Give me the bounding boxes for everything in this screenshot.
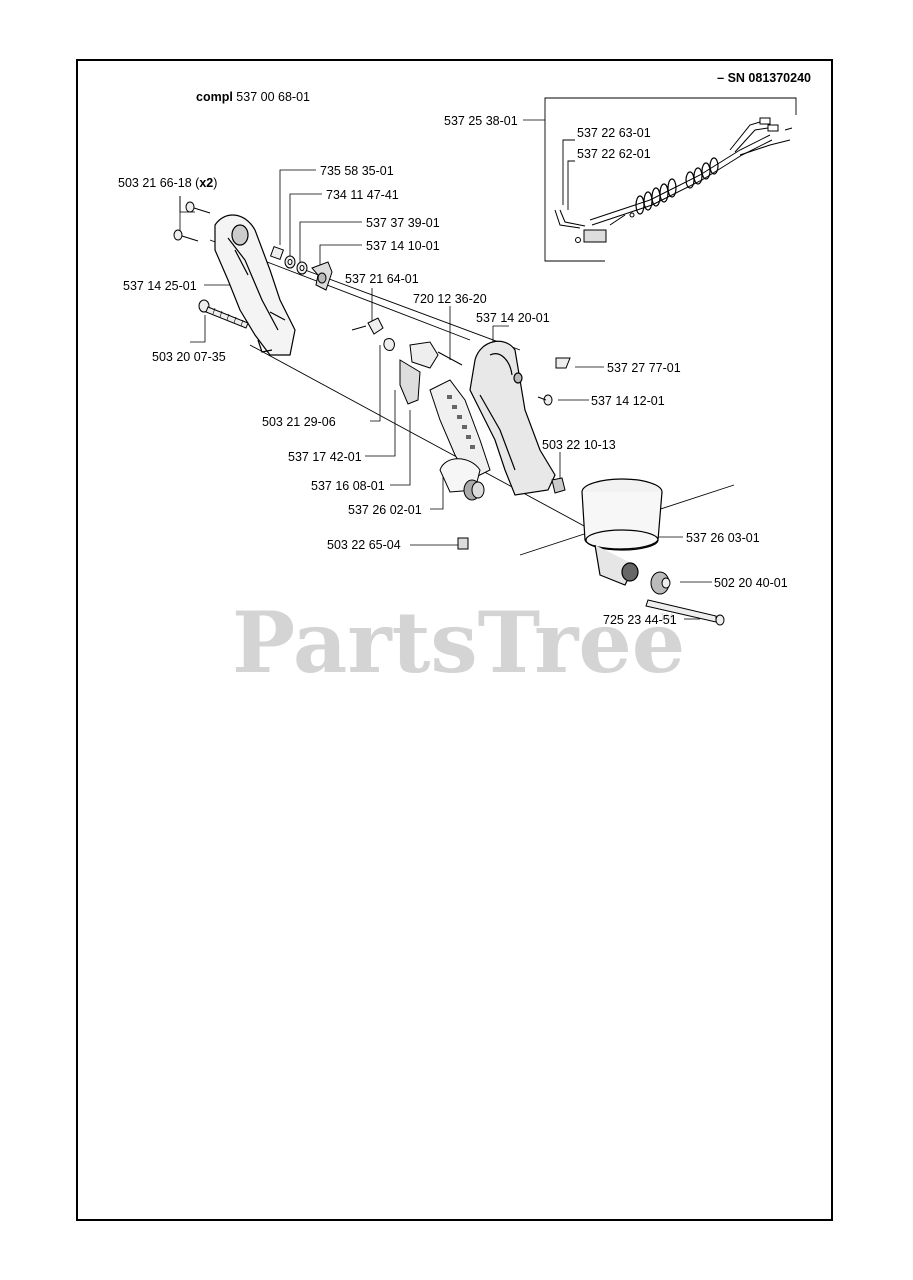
part-label-537-22-63-01: 537 22 63-01 <box>577 126 651 140</box>
part-label-537-14-12-01: 537 14 12-01 <box>591 394 665 408</box>
part-label-537-17-42-01: 537 17 42-01 <box>288 450 362 464</box>
wiring-harness-drawing <box>554 117 793 243</box>
throttle-trigger-drawing <box>351 317 463 405</box>
part-label-537-22-62-01: 537 22 62-01 <box>577 147 651 161</box>
part-label-503-21-29-06: 503 21 29-06 <box>262 415 336 429</box>
part-label-735-58-35-01: 735 58 35-01 <box>320 164 394 178</box>
part-label-537-16-08-01: 537 16 08-01 <box>311 479 385 493</box>
part-label-537-26-03-01: 537 26 03-01 <box>686 531 760 545</box>
watermark-trademark: TM <box>660 612 673 622</box>
part-label-503-22-65-04: 503 22 65-04 <box>327 538 401 552</box>
clamp-ring-drawing <box>581 478 663 586</box>
part-label-537-14-25-01: 537 14 25-01 <box>123 279 197 293</box>
long-screw-drawing <box>198 299 249 329</box>
part-label-503-21-66-18: 503 21 66-18 (x2) <box>118 176 217 190</box>
part-label-734-11-47-41: 734 11 47-41 <box>326 188 399 202</box>
harness-callout-box <box>544 97 797 262</box>
serial-note: – SN 081370240 <box>717 71 811 85</box>
square-nut-drawing <box>457 537 469 550</box>
diagram-frame <box>76 59 833 1221</box>
part-label-537-25-38-01: 537 25 38-01 <box>444 114 518 128</box>
nut-washer-stack-drawing <box>269 245 333 291</box>
compl-label: compl 537 00 68-01 <box>196 90 310 104</box>
part-label-502-20-40-01: 502 20 40-01 <box>714 576 788 590</box>
compl-prefix: compl <box>196 90 233 104</box>
small-bolts-drawing <box>537 357 571 494</box>
part-label-537-14-10-01: 537 14 10-01 <box>366 239 440 253</box>
gear-drawing <box>463 479 485 501</box>
left-handle-half-drawing <box>214 214 296 356</box>
right-handle-half-drawing <box>469 340 556 496</box>
part-label-537-37-39-01: 537 37 39-01 <box>366 216 440 230</box>
part-label-503-20-07-35: 503 20 07-35 <box>152 350 226 364</box>
part-label-537-27-77-01: 537 27 77-01 <box>607 361 681 375</box>
screw-pair-drawing <box>173 201 211 242</box>
part-label-537-26-02-01: 537 26 02-01 <box>348 503 422 517</box>
part-label-503-22-10-13: 503 22 10-13 <box>542 438 616 452</box>
part-label-725-23-44-51: 725 23 44-51 <box>603 613 677 627</box>
compl-number: 537 00 68-01 <box>236 90 310 104</box>
part-labels: 503 21 66-18 (x2) 735 58 35-01 734 11 47… <box>118 114 788 627</box>
watermark-text: PartsTree <box>232 593 685 692</box>
part-label-537-21-64-01: 537 21 64-01 <box>345 272 419 286</box>
part-label-537-14-20-01: 537 14 20-01 <box>476 311 550 325</box>
bevel-gear-drawing <box>650 571 671 595</box>
long-bolt-drawing <box>645 599 725 626</box>
part-label-720-12-36-20: 720 12 36-20 <box>413 292 487 306</box>
